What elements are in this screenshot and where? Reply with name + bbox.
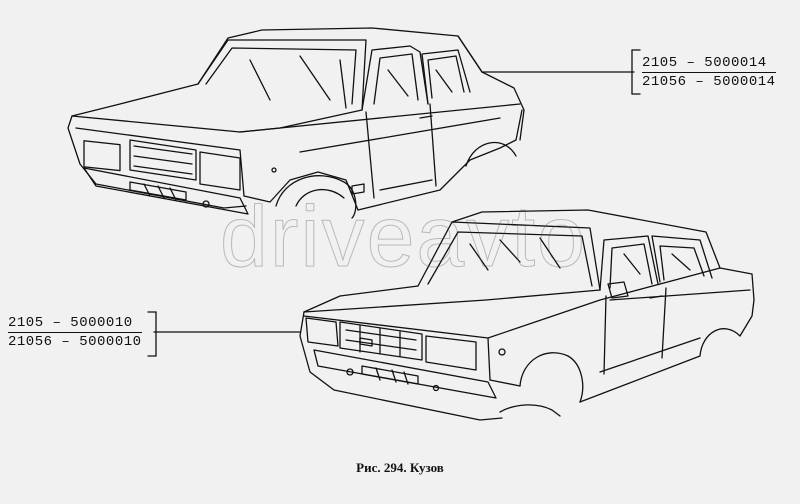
part-number: 2105 – 5000010 (8, 315, 133, 331)
part-number: 2105 – 5000014 (642, 55, 767, 71)
lower-car-body (299, 209, 755, 421)
upper-car-body (67, 27, 525, 219)
leader-lines (147, 49, 641, 357)
part-number: 21056 – 5000014 (642, 72, 776, 90)
callout-lower-part-numbers: 2105 – 5000010 21056 – 5000010 (8, 314, 142, 351)
callout-upper-part-numbers: 2105 – 5000014 21056 – 5000014 (642, 54, 776, 91)
figure-caption: Рис. 294. Кузов (356, 460, 444, 475)
watermark: driveavto (220, 189, 587, 286)
part-number: 21056 – 5000010 (8, 332, 142, 350)
